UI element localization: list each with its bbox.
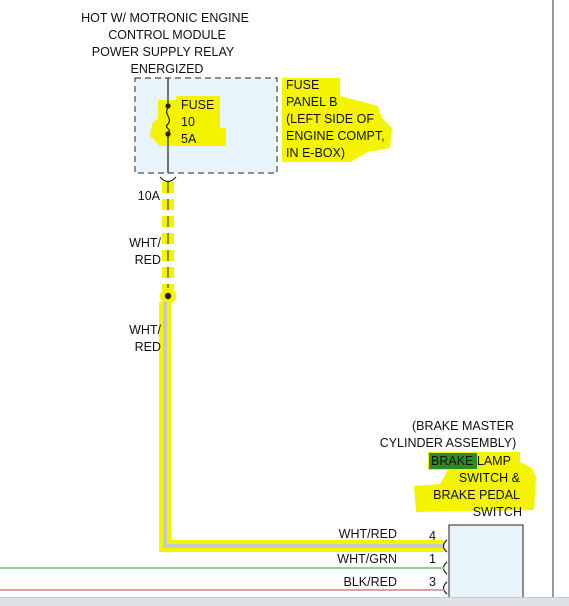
splice-point <box>164 292 172 300</box>
fuse-panel-highlight <box>282 78 392 162</box>
component-name-line-1: BRAKE LAMP <box>431 454 511 468</box>
pin-3-wire-label: BLK/RED <box>344 575 398 589</box>
component-parent-line-1: (BRAKE MASTER <box>412 419 514 433</box>
wire-segment-1-label-2: RED <box>135 253 161 267</box>
fuse-terminal-top <box>165 103 171 109</box>
pin-3-connector <box>442 581 448 595</box>
fuse-panel-line-4: ENGINE COMPT, <box>286 129 385 143</box>
fuse-element <box>165 107 171 133</box>
brake-switch-box <box>448 524 524 605</box>
fuse-panel-line-3: (LEFT SIDE OF <box>286 112 374 126</box>
fuse-panel-line-1: FUSE <box>286 78 319 92</box>
pin-3-number: 3 <box>429 575 436 589</box>
wire-segment-2-label-1: WHT/ <box>129 323 161 337</box>
wire-segment-2-highlight <box>159 302 444 552</box>
component-name-brake: BRAKE <box>431 454 473 468</box>
header-line-1: HOT W/ MOTRONIC ENGINE <box>81 11 249 25</box>
wire-segment-1-label-1: WHT/ <box>129 236 161 250</box>
connector-10a-label: 10A <box>138 189 161 203</box>
fuse-panel-line-2: PANEL B <box>286 95 337 109</box>
component-name-line-4: SWITCH <box>473 505 522 519</box>
horizontal-scrollbar[interactable] <box>0 597 569 606</box>
component-parent-line-2: CYLINDER ASSEMBLY) <box>380 436 517 450</box>
wire-segment-2 <box>163 302 444 548</box>
fuse-panel-line-5: IN E-BOX) <box>286 146 345 160</box>
component-name-line-2: SWITCH & <box>459 471 521 485</box>
header-line-4: ENERGIZED <box>131 62 204 76</box>
fuse-label: FUSE <box>181 98 214 112</box>
pin-4-wire-label: WHT/RED <box>339 527 397 541</box>
pin-4-connector <box>442 539 448 553</box>
fuse-terminal-bottom <box>165 131 171 137</box>
fuse-number: 10 <box>181 115 195 129</box>
connector-10a-symbol <box>159 176 177 183</box>
pin-1-connector <box>442 561 448 575</box>
pin-1-number: 1 <box>429 552 436 566</box>
header-line-2: CONTROL MODULE <box>108 28 226 42</box>
fuse-label-highlight <box>176 96 220 146</box>
pin-4-number: 4 <box>429 529 436 543</box>
wire-segment-2-label-2: RED <box>135 340 161 354</box>
fuse-rating: 5A <box>181 132 197 146</box>
brake-word-highlight <box>429 453 477 469</box>
component-name-line-3: BRAKE PEDAL <box>433 488 520 502</box>
pin-1-wire-label: WHT/GRN <box>337 552 397 566</box>
header-line-3: POWER SUPPLY RELAY <box>92 45 235 59</box>
component-name-lamp: LAMP <box>473 454 511 468</box>
